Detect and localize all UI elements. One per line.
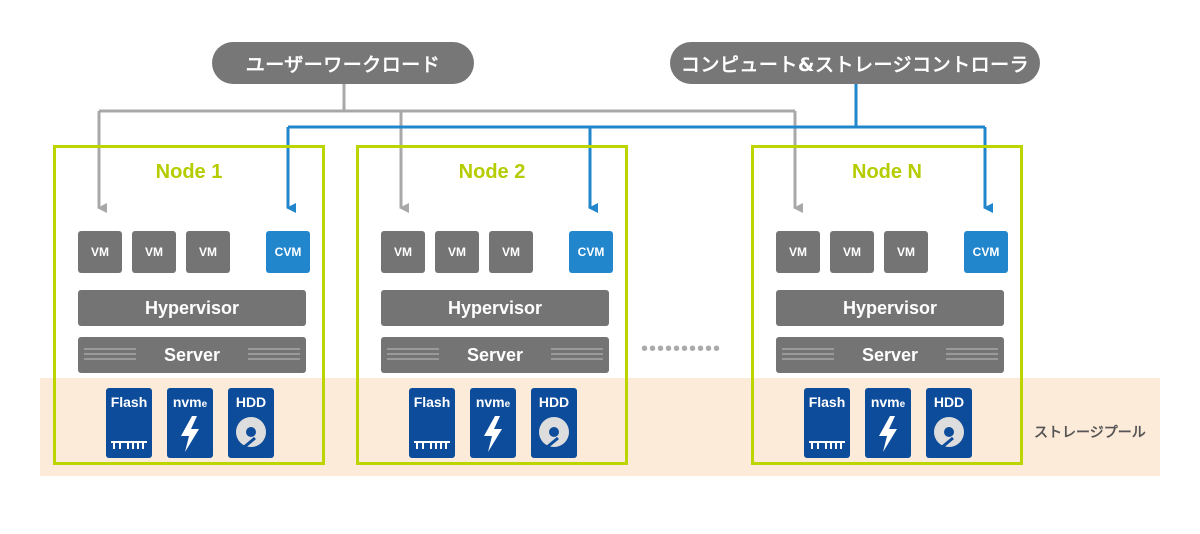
hdd-disk: HDD bbox=[531, 388, 577, 458]
server-label: Server bbox=[861, 344, 919, 365]
flash-disk: Flash bbox=[409, 388, 455, 458]
vm-box: VM bbox=[489, 231, 533, 273]
flash-disk: Flash bbox=[106, 388, 152, 458]
flash-chip-icon bbox=[809, 441, 845, 449]
server-label: Server bbox=[466, 344, 524, 365]
vm-box: VM bbox=[78, 231, 122, 273]
hypervisor-bar: Hypervisor bbox=[78, 290, 306, 326]
hdd-label: HDD bbox=[538, 394, 570, 410]
vm-box: VM bbox=[132, 231, 176, 273]
lightning-icon bbox=[879, 416, 897, 452]
storage-pool-band bbox=[40, 378, 1160, 476]
lightning-icon bbox=[484, 416, 502, 452]
server-vent-icon bbox=[248, 348, 300, 362]
more-nodes-ellipsis: •••••••••• bbox=[641, 338, 722, 360]
nvme-sub-label: e bbox=[201, 399, 208, 410]
flash-label: Flash bbox=[413, 394, 451, 410]
vm-box: VM bbox=[830, 231, 874, 273]
nvme-sub-label: e bbox=[504, 399, 511, 410]
server-vent-icon bbox=[946, 348, 998, 362]
flash-disk: Flash bbox=[804, 388, 850, 458]
server-label: Server bbox=[163, 344, 221, 365]
server-vent-icon bbox=[84, 348, 136, 362]
hdd-label: HDD bbox=[933, 394, 965, 410]
vm-box: VM bbox=[186, 231, 230, 273]
flash-chip-icon bbox=[414, 441, 450, 449]
server-vent-icon bbox=[782, 348, 834, 362]
node-n: Node N VM VM VM CVM Hypervisor Server Fl… bbox=[751, 145, 1023, 465]
node-title: Node N bbox=[852, 161, 922, 183]
hdd-platter-icon bbox=[236, 417, 266, 450]
hdd-label: HDD bbox=[235, 394, 267, 410]
nvme-label: nvm bbox=[870, 394, 900, 410]
user-workload-box: ユーザーワークロード bbox=[212, 42, 474, 84]
vm-box: VM bbox=[776, 231, 820, 273]
hypervisor-bar: Hypervisor bbox=[381, 290, 609, 326]
flash-chip-icon bbox=[111, 441, 147, 449]
storage-pool-label: ストレージプール bbox=[1034, 425, 1146, 441]
server-bar: Server bbox=[78, 337, 306, 373]
cvm-box: CVM bbox=[964, 231, 1008, 273]
hdd-platter-icon bbox=[934, 417, 964, 450]
nvme-label: nvm bbox=[475, 394, 505, 410]
server-vent-icon bbox=[387, 348, 439, 362]
vm-box: VM bbox=[884, 231, 928, 273]
node-1: Node 1 VM VM VM CVM Hypervisor Server Fl… bbox=[53, 145, 325, 465]
cvm-box: CVM bbox=[266, 231, 310, 273]
lightning-icon bbox=[181, 416, 199, 452]
vm-box: VM bbox=[435, 231, 479, 273]
vm-box: VM bbox=[381, 231, 425, 273]
nvme-sub-label: e bbox=[899, 399, 906, 410]
cvm-box: CVM bbox=[569, 231, 613, 273]
server-bar: Server bbox=[776, 337, 1004, 373]
controller-box: コンピュート&ストレージコントローラ bbox=[670, 42, 1040, 84]
nvme-disk: nvme bbox=[167, 388, 213, 458]
hdd-disk: HDD bbox=[228, 388, 274, 458]
controller-lines bbox=[286, 78, 993, 213]
node-2: Node 2 VM VM VM CVM Hypervisor Server Fl… bbox=[356, 145, 628, 465]
hdd-disk: HDD bbox=[926, 388, 972, 458]
flash-label: Flash bbox=[110, 394, 148, 410]
node-title: Node 2 bbox=[458, 161, 526, 183]
server-bar: Server bbox=[381, 337, 609, 373]
hdd-platter-icon bbox=[539, 417, 569, 450]
server-vent-icon bbox=[551, 348, 603, 362]
nvme-disk: nvme bbox=[865, 388, 911, 458]
hypervisor-bar: Hypervisor bbox=[776, 290, 1004, 326]
nvme-disk: nvme bbox=[470, 388, 516, 458]
node-title: Node 1 bbox=[155, 161, 223, 183]
flash-label: Flash bbox=[808, 394, 846, 410]
nvme-label: nvm bbox=[172, 394, 202, 410]
